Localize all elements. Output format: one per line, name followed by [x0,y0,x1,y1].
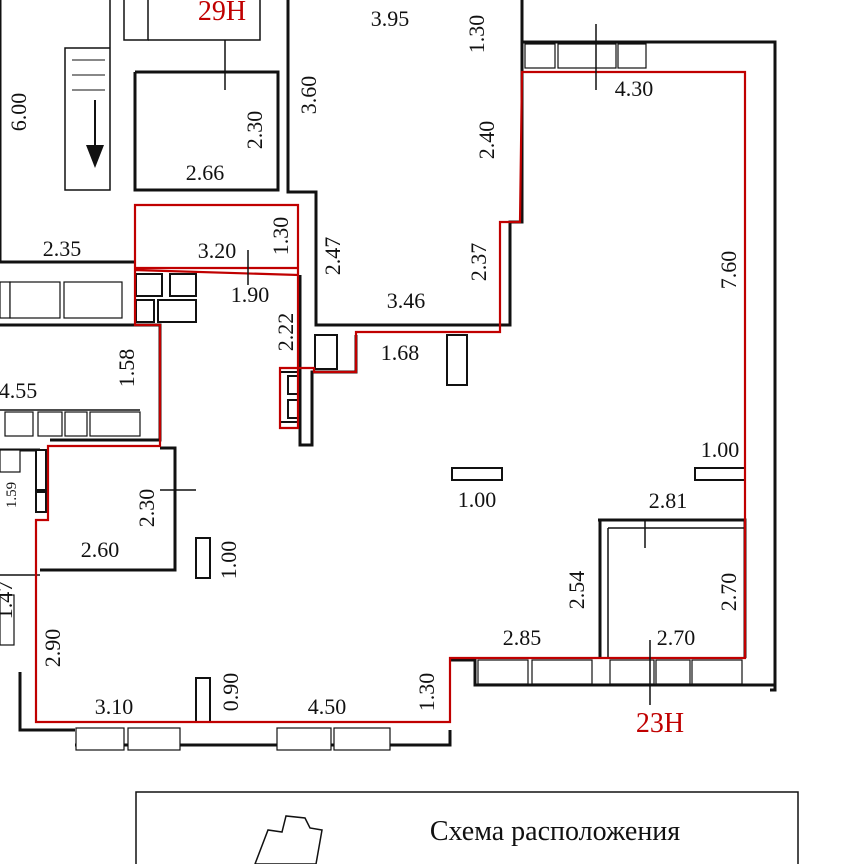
dim-label: 3.95 [371,6,410,31]
dimension-lines [160,24,651,705]
dim-label: 1.00 [458,487,497,512]
dim-label: 2.30 [242,111,267,150]
dim-label: 2.22 [273,313,298,352]
dim-label: 2.35 [43,236,82,261]
dim-label: 1.90 [231,282,270,307]
dim-label: 2.40 [474,121,499,160]
dim-label: 7.60 [716,251,741,290]
dim-label: 2.47 [320,237,345,276]
dim-label: 1.30 [268,217,293,256]
dim-label: 3.20 [198,238,237,263]
dim-label: 3.60 [296,76,321,115]
building-outline-icon [254,815,323,864]
dim-label: 1.59 [4,482,20,508]
dim-label: 0.90 [218,673,243,712]
dim-label: 1.00 [216,541,241,580]
dim-label: 4.30 [615,76,654,101]
dim-label: 1.00 [701,437,740,462]
dim-label: 1.58 [114,349,139,388]
legend-title: Схема расположения [430,816,680,847]
unit-label-29: 29Н [198,0,246,27]
dim-label: 2.54 [564,571,589,610]
dim-label: 1.30 [464,15,489,54]
dim-label: 1.68 [381,340,420,365]
dim-label: 2.37 [466,243,491,282]
dim-label: 4.55 [0,378,37,403]
dim-label: 2.90 [40,629,65,668]
dim-label: 2.85 [503,625,542,650]
dim-label: 2.81 [649,488,688,513]
dim-label: 1.30 [414,673,439,712]
dim-label: 2.70 [716,573,741,612]
location-scheme-legend: Схема расположения [135,791,799,864]
dimension-labels: 3.95 1.30 4.30 6.00 3.60 2.30 2.40 2.66 … [0,6,741,719]
premises-boundary [34,70,747,724]
dim-label: 4.50 [308,694,347,719]
unit-label-23: 23Н [636,708,684,739]
dim-label: 6.00 [6,93,31,132]
dim-label: 2.60 [81,537,120,562]
window-elements [0,43,743,751]
dim-label: 2.30 [134,489,159,528]
dim-label: 2.66 [186,160,225,185]
walls [0,0,777,747]
dim-label: 3.10 [95,694,134,719]
dim-label: 3.46 [387,288,426,313]
stair-arrow-icon [72,59,105,168]
dim-label: 1.47 [0,581,17,620]
dim-label: 2.70 [657,625,696,650]
